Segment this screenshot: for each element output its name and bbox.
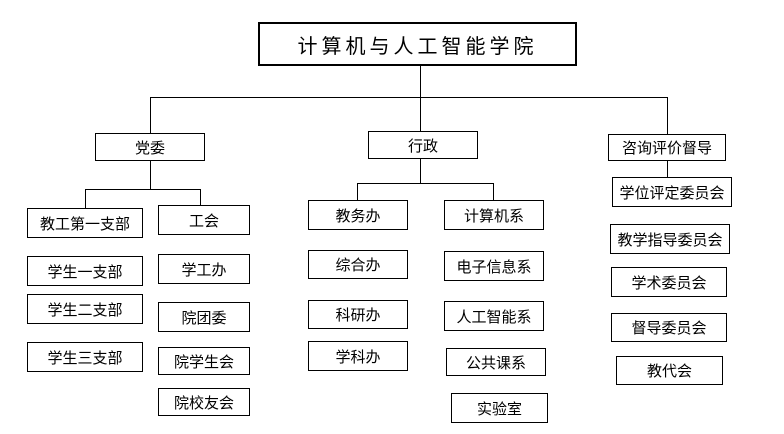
node-public-courses-dept: 公共课系: [446, 348, 546, 376]
connector-party-horizontal: [85, 189, 201, 190]
connector-drop-admin: [420, 97, 421, 131]
node-alumni-association: 院校友会: [158, 388, 250, 416]
node-advisory-supervision: 咨询评价督导: [608, 134, 726, 161]
node-student-affairs-office: 学工办: [158, 254, 250, 284]
connector-drop-computer-dept: [493, 183, 494, 200]
node-research-office: 科研办: [308, 300, 408, 329]
connector-drop-party: [150, 97, 151, 133]
connector-drop-faculty-branch: [85, 189, 86, 208]
connector-admin-stem: [420, 159, 421, 183]
node-labor-union: 工会: [158, 205, 250, 235]
node-student-branch-3: 学生三支部: [27, 342, 143, 372]
node-laboratory: 实验室: [451, 393, 548, 423]
connector-drop-union: [200, 189, 201, 205]
node-administration: 行政: [368, 131, 478, 159]
node-electronic-info-dept: 电子信息系: [444, 251, 544, 281]
connector-drop-advisory: [667, 97, 668, 134]
node-academic-committee: 学术委员会: [611, 267, 727, 297]
connector-admin-horizontal: [357, 183, 494, 184]
node-student-union: 院学生会: [158, 347, 250, 375]
node-student-branch-2: 学生二支部: [27, 294, 143, 324]
node-general-office: 综合办: [308, 250, 408, 279]
node-youth-league: 院团委: [158, 302, 250, 332]
node-supervision-committee: 督导委员会: [611, 313, 727, 342]
node-discipline-office: 学科办: [308, 341, 408, 371]
node-college-root: 计算机与人工智能学院: [258, 22, 577, 66]
node-degree-evaluation-committee: 学位评定委员会: [612, 177, 732, 207]
node-academic-affairs-office: 教务办: [308, 200, 408, 230]
connector-main-horizontal: [150, 97, 668, 98]
connector-advisory-stem: [667, 161, 668, 177]
node-faculty-congress: 教代会: [616, 356, 723, 385]
connector-drop-academic-office: [357, 183, 358, 200]
node-teaching-guidance-committee: 教学指导委员会: [610, 224, 730, 254]
node-computer-dept: 计算机系: [444, 200, 544, 230]
node-party-committee: 党委: [95, 133, 205, 161]
connector-party-stem: [150, 161, 151, 189]
node-faculty-branch-1: 教工第一支部: [27, 208, 143, 238]
node-ai-dept: 人工智能系: [444, 301, 544, 331]
connector-root-stem: [420, 66, 421, 97]
node-student-branch-1: 学生一支部: [27, 256, 143, 286]
